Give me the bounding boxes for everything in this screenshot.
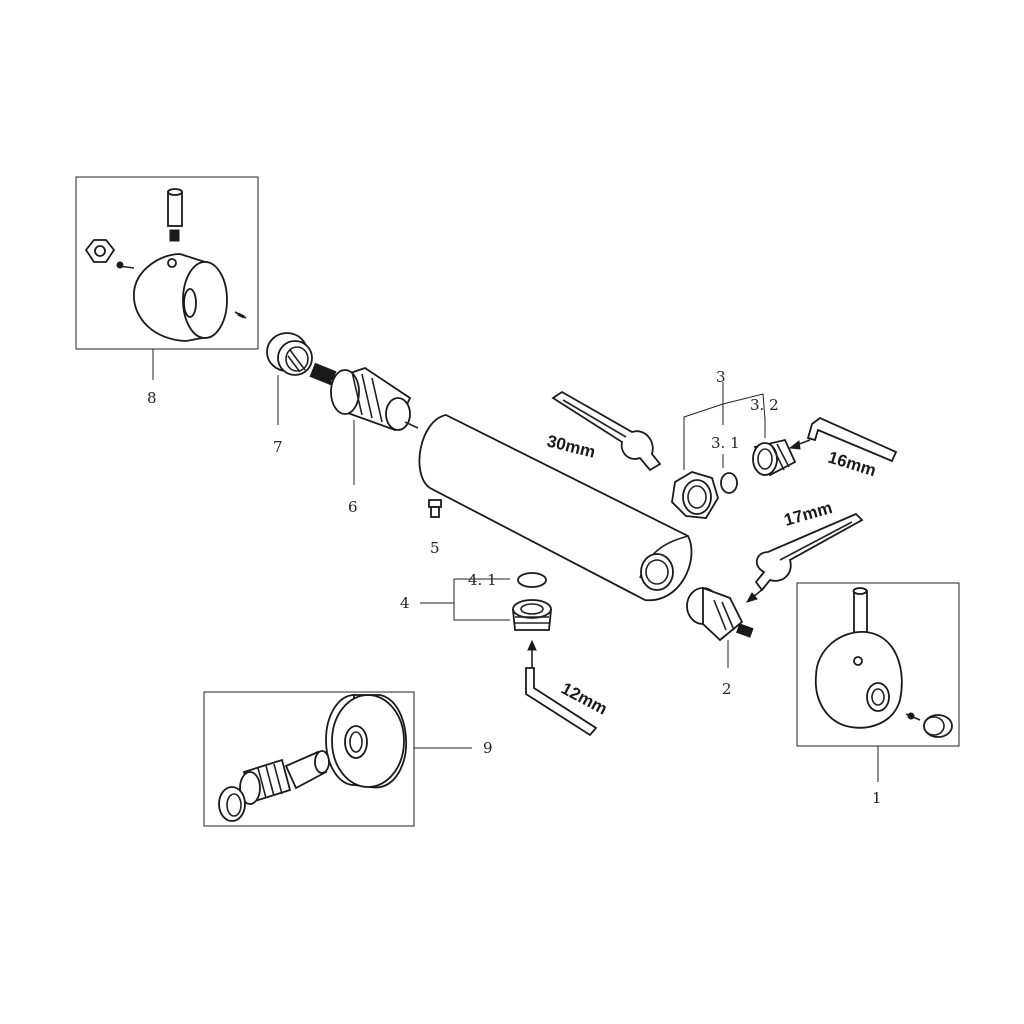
pin-top: [167, 188, 183, 227]
callout-2: 2: [722, 680, 732, 698]
callout-9: 9: [483, 739, 493, 757]
small-screw: [116, 261, 135, 269]
wrench-17mm-label: 17mm: [782, 498, 834, 530]
hex-nut-part-3: [671, 471, 719, 519]
wrench-30mm: [551, 390, 662, 472]
callout-4: 4: [400, 594, 410, 612]
cap-right: [923, 714, 953, 738]
screw-right: [905, 712, 921, 721]
callout-3: 3: [716, 368, 726, 386]
handle-cylinder: [133, 253, 228, 342]
wrench-30mm-label: 30mm: [545, 431, 597, 461]
screw-part-5: [428, 499, 442, 518]
o-ring-part-3-1: [720, 472, 738, 494]
cover-rosette: [325, 694, 408, 789]
callout-7: 7: [273, 438, 283, 456]
cap-nut: [84, 239, 116, 263]
callout-8: 8: [147, 389, 157, 407]
callout-1: 1: [872, 789, 882, 807]
callout-3-1: 3. 1: [711, 434, 740, 452]
o-ring-part-4-1: [517, 572, 547, 588]
callout-6: 6: [348, 498, 358, 516]
seat-part-4: [512, 599, 552, 631]
connection-set-box: [203, 691, 415, 827]
handle-assembly-left-box: [75, 176, 259, 350]
wrench-17mm: [754, 512, 864, 592]
cartridge-part-6: [309, 362, 419, 432]
mixer-body: [418, 414, 693, 601]
grub-screw: [169, 229, 180, 242]
handle-assembly-right-box: [796, 582, 960, 747]
union-part-3-2: [752, 438, 797, 477]
hex-key-12mm: [525, 667, 598, 737]
callout-3-2: 3. 2: [750, 396, 779, 414]
hex-key-16mm: [806, 416, 898, 463]
ring-nut-part-7: [266, 332, 313, 376]
eccentric-connector: [239, 750, 330, 805]
washer: [218, 786, 246, 822]
callout-4-1: 4. 1: [468, 571, 497, 589]
callout-5: 5: [430, 539, 440, 557]
handle-cylinder-right: [814, 631, 903, 729]
valve-head-part-2: [686, 586, 754, 642]
pin-right: [852, 587, 868, 634]
